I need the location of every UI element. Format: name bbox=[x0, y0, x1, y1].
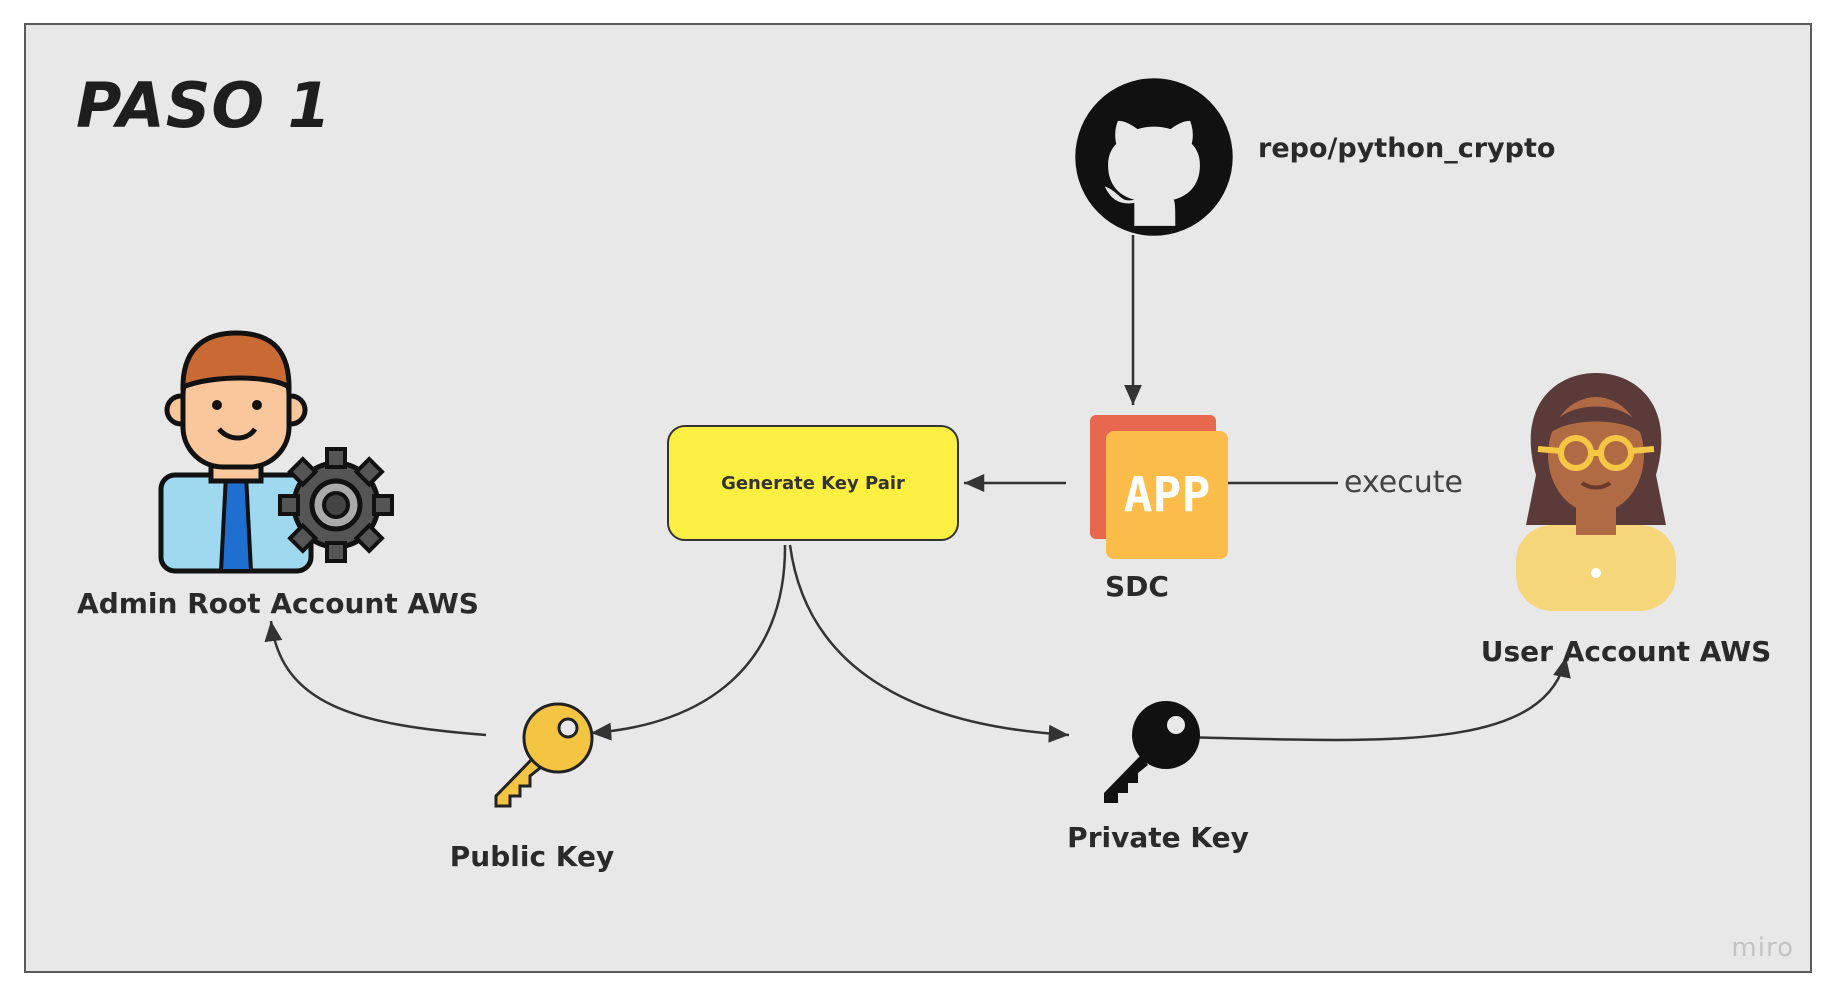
edge-generator-public-key bbox=[590, 544, 787, 741]
miro-watermark: miro bbox=[1731, 933, 1794, 963]
private-key-label: Private Key bbox=[1067, 821, 1249, 854]
github-label: repo/python_crypto bbox=[1258, 133, 1556, 164]
app-icon-text: APP bbox=[1124, 467, 1211, 523]
admin-gear-icon bbox=[158, 330, 394, 574]
woman-user-icon bbox=[1516, 373, 1676, 611]
public-key-icon bbox=[494, 702, 594, 808]
edge-public-key-admin bbox=[264, 620, 487, 737]
user-label: User Account AWS bbox=[1480, 635, 1772, 668]
sdc-label: SDC bbox=[1105, 570, 1169, 603]
github-icon bbox=[1075, 78, 1233, 236]
execute-label: execute bbox=[1338, 465, 1469, 500]
edge-private-key-user bbox=[1175, 656, 1571, 742]
admin-label: Admin Root Account AWS bbox=[77, 587, 479, 620]
edge-generator-private-key bbox=[788, 544, 1070, 743]
public-key-label: Public Key bbox=[449, 840, 615, 873]
app-icon: APP bbox=[1090, 415, 1228, 559]
diagram-board: PASO 1 repo/python_crypto Generate Key P… bbox=[24, 23, 1812, 973]
generate-key-pair-box: Generate Key Pair bbox=[667, 425, 959, 541]
private-key-icon bbox=[1104, 701, 1200, 803]
page-title: PASO 1 bbox=[76, 69, 332, 142]
